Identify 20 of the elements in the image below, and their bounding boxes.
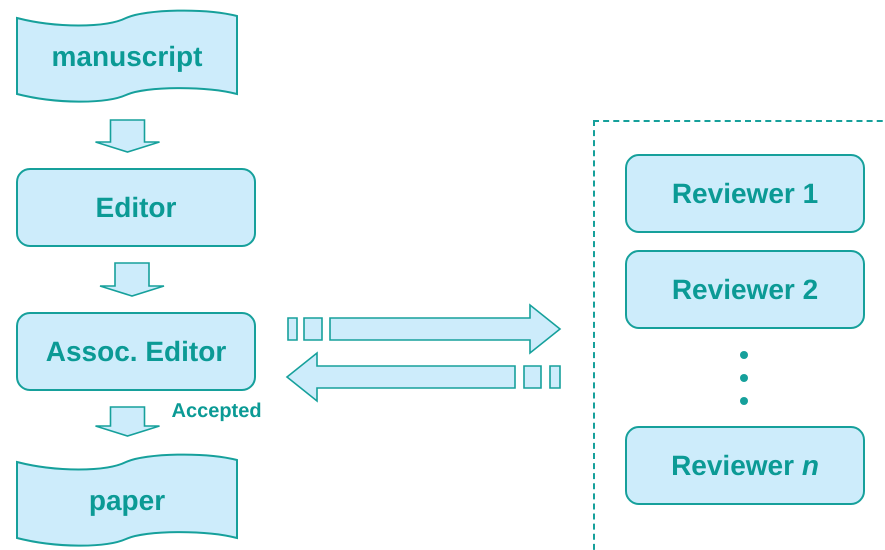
node-label: paper (88, 484, 166, 518)
process-box (625, 250, 865, 329)
process-box (16, 312, 256, 391)
node-label: Editor (96, 191, 176, 225)
block-arrow (94, 119, 160, 153)
node-label: Reviewer 1 (672, 177, 818, 211)
node-label: Reviewer n (671, 449, 819, 483)
document-shape (16, 8, 238, 104)
block-arrow (286, 351, 561, 403)
block-arrow (287, 303, 562, 355)
node-label: manuscript (52, 40, 202, 74)
block-arrow (94, 406, 160, 437)
node-label: Reviewer 2 (672, 273, 818, 307)
process-box (16, 168, 256, 247)
node-label: Assoc. Editor (46, 335, 226, 369)
process-box (625, 154, 865, 233)
block-arrow (99, 262, 165, 297)
document-shape (16, 452, 238, 548)
process-box (625, 426, 865, 505)
reviewer-group-region (593, 120, 885, 550)
